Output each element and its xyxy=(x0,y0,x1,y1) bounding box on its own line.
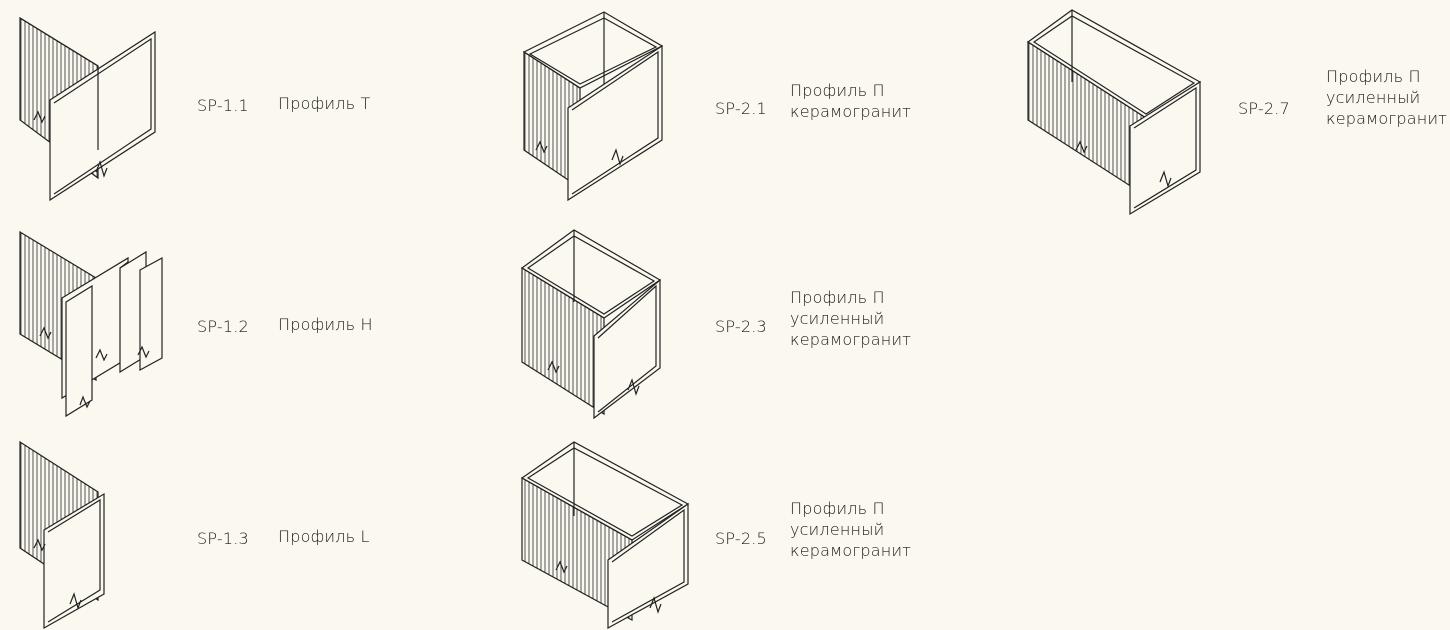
profile-p-21-drawing xyxy=(524,12,662,200)
profile-code: SP-2.5 xyxy=(715,529,767,548)
profile-description-line: керамогранит xyxy=(790,330,912,349)
profile-description: Профиль Т xyxy=(278,93,371,114)
profile-t-drawing xyxy=(20,18,155,200)
profile-description: Профиль П усиленный керамогранит xyxy=(790,287,911,350)
profile-p-25-drawing xyxy=(522,442,688,628)
profile-p-23-drawing xyxy=(522,230,660,418)
profile-description: Профиль П усиленный керамогранит xyxy=(790,498,911,561)
profile-description-line: керамогранит xyxy=(1326,109,1448,128)
profile-code: SP-1.3 xyxy=(197,529,249,548)
profile-description: Профиль П усиленный керамогранит xyxy=(1326,66,1447,129)
profile-code: SP-2.7 xyxy=(1238,99,1290,118)
profile-p-27-drawing xyxy=(1028,10,1200,214)
profile-description-line: керамогранит xyxy=(790,541,912,560)
profile-description: Профиль П керамогранит xyxy=(790,80,911,122)
profile-description-line: Профиль L xyxy=(278,527,370,546)
profile-description-line: усиленный xyxy=(790,520,885,539)
profile-code: SP-2.3 xyxy=(715,317,767,336)
profile-description-line: керамогранит xyxy=(790,102,912,121)
profile-code: SP-2.1 xyxy=(715,99,767,118)
profile-code: SP-1.1 xyxy=(197,96,249,115)
profile-l-drawing xyxy=(20,442,104,628)
profile-code: SP-1.2 xyxy=(197,317,249,336)
profile-description-line: усиленный xyxy=(1326,88,1421,107)
profile-description-line: усиленный xyxy=(790,309,885,328)
profile-description-line: Профиль П xyxy=(790,499,885,518)
profile-h-drawing xyxy=(20,232,162,416)
profile-description: Профиль L xyxy=(278,526,370,547)
profile-description-line: Профиль Н xyxy=(278,315,373,334)
profile-description: Профиль Н xyxy=(278,314,373,335)
profile-description-line: Профиль П xyxy=(790,81,885,100)
profile-description-line: Профиль Т xyxy=(278,94,371,113)
profile-description-line: Профиль П xyxy=(1326,67,1421,86)
profile-description-line: Профиль П xyxy=(790,288,885,307)
